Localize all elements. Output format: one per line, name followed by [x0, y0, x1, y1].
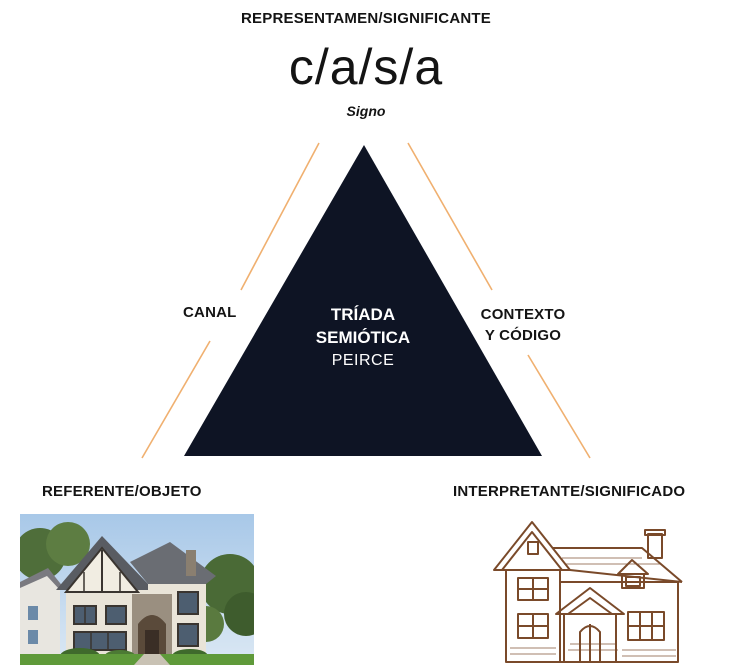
triad-title: TRÍADA SEMIÓTICA [283, 303, 443, 349]
context-edge-line-upper [407, 142, 493, 291]
house-photo-image [20, 514, 254, 665]
context-label-line1: CONTEXTO [480, 306, 566, 323]
sign-caption: Signo [346, 103, 386, 119]
canal-label: CANAL [183, 304, 237, 321]
sign-word: c/a/s/a [288, 39, 444, 95]
representamen-label: REPRESENTAMEN/SIGNIFICANTE [241, 10, 491, 27]
context-edge-line-lower [527, 354, 591, 459]
referent-label: REFERENTE/OBJETO [42, 483, 202, 500]
semiotic-triangle [184, 145, 542, 456]
interpretant-label: INTERPRETANTE/SIGNIFICADO [453, 483, 686, 500]
triad-title-line1: TRÍADA [330, 305, 396, 324]
triad-center-text: TRÍADA SEMIÓTICA PEIRCE [283, 303, 443, 373]
triad-title-line2: SEMIÓTICA [315, 328, 411, 347]
context-label-line2: Y CÓDIGO [484, 327, 562, 344]
canal-edge-line-lower [141, 340, 211, 459]
triad-subtitle: PEIRCE [331, 352, 395, 369]
canal-edge-line-upper [240, 142, 320, 291]
house-sketch-image [493, 521, 683, 663]
context-code-label: CONTEXTO Y CÓDIGO [470, 304, 576, 346]
